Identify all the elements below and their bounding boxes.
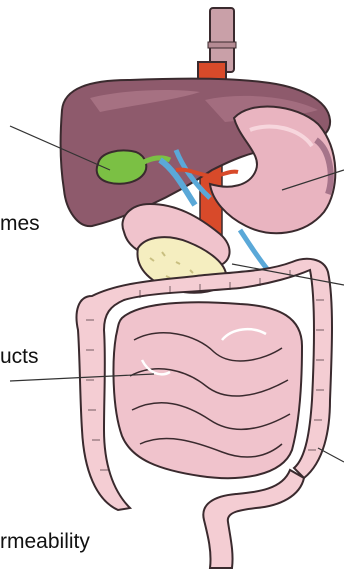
label-enzymes: mes	[0, 213, 40, 235]
label-permeability: rmeability	[0, 531, 90, 553]
small-intestine	[114, 302, 302, 478]
rectum	[203, 470, 304, 568]
label-products: ucts	[0, 346, 39, 368]
